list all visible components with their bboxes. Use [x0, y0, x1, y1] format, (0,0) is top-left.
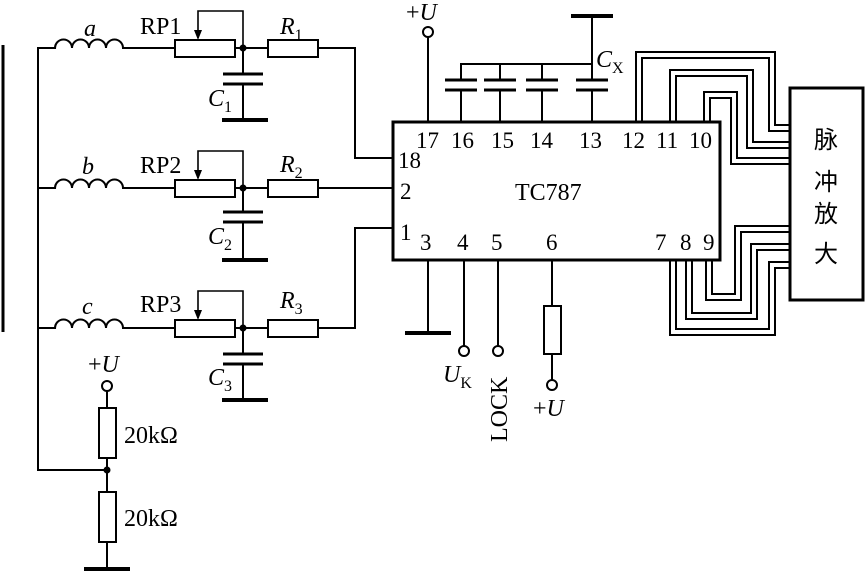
potentiometer-rp3-label: RP3 [140, 292, 181, 318]
rp2-wiper [197, 150, 244, 188]
divider-resistor-bottom-label: 20kΩ [124, 506, 178, 532]
uk-terminal [458, 345, 470, 357]
capacitor-cx-label: CX [596, 47, 624, 77]
inductor-a [53, 38, 176, 50]
top-pulse-bus [635, 51, 791, 165]
bottom-pulse-bus [669, 225, 791, 336]
pin-1: 1 [400, 220, 412, 245]
node-dot [103, 466, 111, 474]
pin-4: 4 [457, 230, 469, 255]
pin-10: 10 [689, 128, 712, 153]
pin-2: 2 [400, 179, 412, 204]
inductor-b-label: b [82, 154, 94, 180]
pin-3: 3 [420, 230, 432, 255]
ic-name: TC787 [515, 180, 582, 206]
inductor-c [53, 318, 176, 330]
pin6-resistor [543, 305, 562, 355]
resistor-r3-label: R3 [279, 288, 303, 318]
pin-14: 14 [530, 128, 554, 153]
divider-supply-terminal [101, 380, 113, 392]
pulse-amp-char-3: 放 [814, 200, 838, 228]
inductor-c-label: c [82, 294, 93, 320]
ic-supply-terminal [422, 26, 434, 38]
pin-6: 6 [546, 230, 558, 255]
inductor-b [53, 178, 176, 190]
ic-tc787 [391, 120, 722, 262]
pin-8: 8 [680, 230, 692, 255]
capacitor-c1-label: C1 [208, 86, 232, 116]
pin-5: 5 [491, 230, 503, 255]
pin-15: 15 [491, 128, 514, 153]
rp2-wiper-arrow [194, 170, 202, 180]
capacitor-common-line [460, 63, 593, 81]
pulse-amp-char-1: 脉 [814, 126, 838, 154]
divider-resistor-top-label: 20kΩ [124, 423, 178, 449]
pin-16: 16 [451, 128, 474, 153]
potentiometer-rp2 [174, 179, 236, 198]
pin-7: 7 [655, 230, 667, 255]
pin-13: 13 [579, 128, 602, 153]
common-rail [37, 47, 106, 471]
pulse-amp-char-4: 大 [814, 240, 838, 268]
divider-resistor-bottom [98, 491, 117, 543]
pulse-amplifier-box [788, 86, 865, 302]
pin6-supply-terminal [546, 379, 558, 391]
pin-9: 9 [703, 230, 715, 255]
rp1-wiper-arrow [194, 30, 202, 40]
uk-label: UK [443, 362, 472, 392]
capacitor-c3-label: C3 [208, 365, 232, 395]
potentiometer-rp3 [174, 319, 236, 338]
potentiometer-rp1 [174, 39, 236, 58]
pin-11: 11 [656, 128, 678, 153]
resistor-r2-label: R2 [279, 152, 303, 182]
resistor-r1-label: R1 [279, 14, 303, 44]
lock-terminal [492, 345, 504, 357]
pin-12: 12 [622, 128, 645, 153]
divider-supply-label: +U [88, 352, 121, 378]
pin-18: 18 [398, 148, 421, 173]
pin-17: 17 [416, 128, 439, 153]
rp1-wiper [197, 10, 244, 48]
divider-resistor-top [98, 407, 117, 459]
inductor-a-label: a [84, 16, 96, 42]
potentiometer-rp1-label: RP1 [140, 14, 181, 40]
pin6-supply-label: +U [533, 396, 566, 422]
lock-label: LOCK [487, 376, 513, 442]
resistor-r2 [267, 179, 319, 198]
ic-supply-label: +U [406, 0, 439, 26]
rp3-wiper-arrow [194, 310, 202, 320]
pulse-amp-char-2: 冲 [814, 168, 838, 196]
potentiometer-rp2-label: RP2 [140, 153, 181, 179]
capacitor-c2-label: C2 [208, 224, 232, 254]
rp3-wiper [197, 290, 244, 328]
resistor-r3 [267, 319, 319, 338]
resistor-r1 [267, 39, 319, 58]
